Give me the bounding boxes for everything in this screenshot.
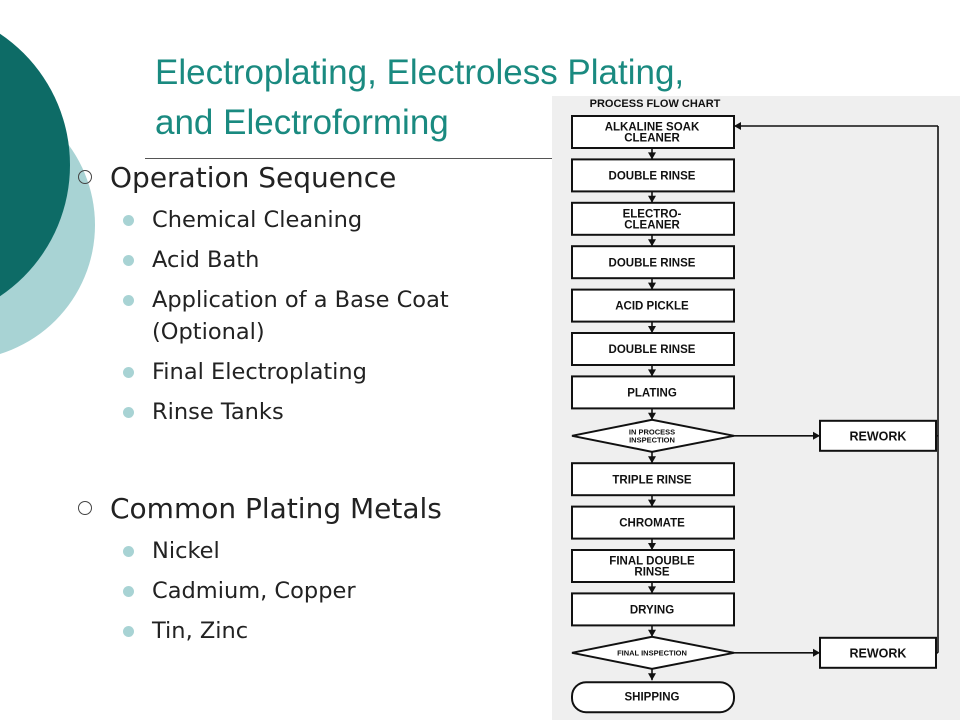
flow-step-label: CLEANER [624, 133, 680, 145]
list-item: Tin, Zinc [78, 615, 548, 647]
slide-title-line-1: Electroplating, Electroless Plating, [155, 53, 685, 92]
flow-step-box [571, 245, 735, 280]
dark-teal-circle [0, 33, 70, 297]
rework-box [819, 636, 937, 669]
arrowhead [648, 543, 656, 550]
section-common-plating-metals: Common Plating Metals Nickel Cadmium, Co… [78, 491, 548, 647]
flow-step-label: FINAL INSPECTION [617, 649, 687, 658]
bullet-dot-icon [123, 255, 134, 266]
section-heading: Operation Sequence [78, 160, 548, 196]
bullet-dot-icon [123, 546, 134, 557]
arrowhead [648, 456, 656, 464]
circle-bullet-icon [78, 501, 92, 515]
flow-step-box [571, 375, 735, 410]
section-heading-label: Operation Sequence [110, 161, 397, 194]
rework-box [819, 419, 937, 452]
flow-step-box [571, 462, 735, 497]
flow-step-label: PLATING [627, 388, 677, 400]
decorative-circles [0, 33, 95, 354]
list-item-text: Cadmium, Copper [152, 578, 356, 604]
list-item-text: Chemical Cleaning [152, 207, 363, 233]
flow-step-box [571, 288, 735, 323]
bullet-dot-icon [123, 407, 134, 418]
flow-step-box [571, 201, 735, 236]
rework-label: REWORK [850, 646, 907, 660]
bullet-dot-icon [123, 626, 134, 637]
flow-chart-title: PROCESS FLOW CHART [590, 98, 721, 110]
flow-terminal [571, 681, 735, 714]
list-item-text: Acid Bath [152, 247, 260, 273]
slide-title: Electroplating, Electroless Plating, and… [155, 48, 855, 148]
flow-step-label: DRYING [630, 605, 674, 617]
flow-step-label: CHROMATE [619, 518, 685, 530]
flow-step-label: TRIPLE RINSE [612, 474, 692, 486]
flow-step-label: SHIPPING [625, 691, 680, 703]
section-heading-label: Common Plating Metals [110, 492, 442, 525]
bullet-dot-icon [123, 586, 134, 597]
arrowhead [648, 326, 656, 333]
bullet-dot-icon [123, 215, 134, 226]
arrowhead [648, 629, 656, 637]
bullet-list: Chemical Cleaning Acid Bath Application … [78, 204, 548, 428]
arrowhead [813, 431, 820, 440]
list-item-text: Application of a Base Coat (Optional) [152, 287, 449, 345]
arrowhead [648, 282, 656, 290]
flow-step-box [571, 549, 735, 583]
list-item-text: Final Electroplating [152, 359, 367, 385]
list-item: Application of a Base Coat (Optional) [78, 284, 548, 348]
arrowhead [648, 586, 656, 594]
arrowhead [648, 239, 656, 247]
flow-step-label: ACID PICKLE [615, 301, 689, 313]
title-underline [145, 158, 555, 159]
circle-bullet-icon [78, 170, 92, 184]
section-operation-sequence: Operation Sequence Chemical Cleaning Aci… [78, 160, 548, 428]
flow-step-label: ALKALINE SOAK [605, 122, 700, 134]
arrowhead [648, 673, 656, 681]
flow-step-box [571, 158, 735, 193]
flow-step-label: IN PROCESS [629, 428, 675, 437]
list-item: Nickel [78, 535, 548, 567]
flow-step-label: DOUBLE RINSE [609, 171, 696, 183]
list-item: Acid Bath [78, 244, 548, 276]
flow-step-label: INSPECTION [629, 436, 675, 445]
arrowhead [813, 648, 820, 657]
flow-step-label: FINAL DOUBLE [609, 556, 695, 568]
list-item-text: Rinse Tanks [152, 399, 284, 425]
flow-step-label: DOUBLE RINSE [609, 257, 696, 269]
list-item: Cadmium, Copper [78, 575, 548, 607]
bullet-dot-icon [123, 367, 134, 378]
list-item: Final Electroplating [78, 356, 548, 388]
flow-step-label: DOUBLE RINSE [609, 344, 696, 356]
arrowhead [648, 369, 656, 377]
list-item: Chemical Cleaning [78, 204, 548, 236]
list-item: Rinse Tanks [78, 396, 548, 428]
bullet-list: Nickel Cadmium, Copper Tin, Zinc [78, 535, 548, 647]
flow-step-box [571, 592, 735, 627]
flow-step-label: ELECTRO- [623, 208, 682, 220]
arrowhead [734, 122, 741, 130]
section-heading: Common Plating Metals [78, 491, 548, 527]
rework-label: REWORK [850, 429, 907, 443]
bullet-dot-icon [123, 295, 134, 306]
arrowhead [648, 412, 656, 420]
flow-step-box [571, 115, 735, 149]
flow-step-label: RINSE [634, 567, 669, 579]
slide-title-line-2: and Electroforming [155, 103, 449, 142]
list-item-text: Tin, Zinc [152, 618, 249, 644]
arrowhead [648, 152, 656, 160]
arrowhead [648, 499, 656, 507]
flow-step-label: CLEANER [624, 219, 680, 231]
arrowhead [648, 195, 656, 203]
list-item-text: Nickel [152, 538, 220, 564]
flow-step-box [571, 332, 735, 366]
flow-step-box [571, 505, 735, 540]
